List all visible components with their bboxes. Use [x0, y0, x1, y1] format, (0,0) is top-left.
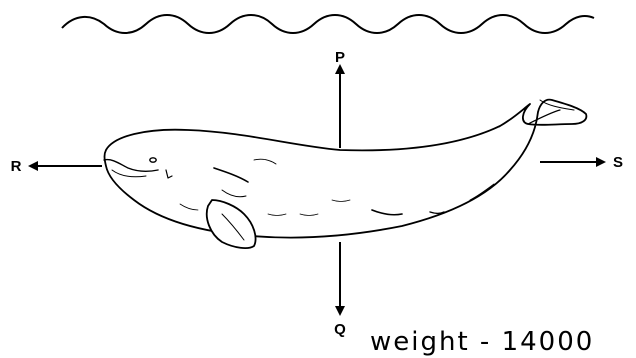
label-S: S [613, 154, 623, 171]
label-Q: Q [334, 321, 346, 338]
label-P: P [335, 49, 345, 66]
whale-illustration [104, 100, 586, 248]
label-R: R [11, 158, 22, 175]
weight-annotation: weight - 14000 [370, 327, 594, 357]
water-surface-wave [62, 15, 594, 33]
